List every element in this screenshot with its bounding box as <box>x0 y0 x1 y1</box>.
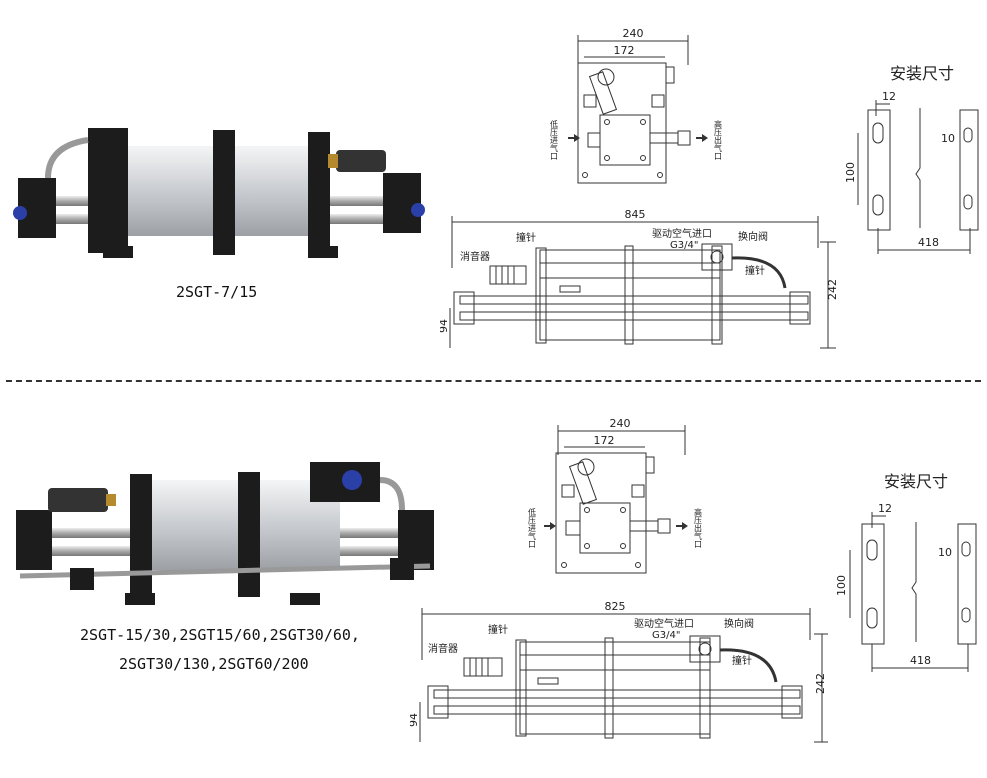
product-photo-2sgt-7-15 <box>13 128 425 258</box>
product-caption-line2: 2SGT30/130,2SGT60/200 <box>119 655 309 673</box>
label-muffler: 消音器 <box>428 642 458 655</box>
dim-240: 240 <box>623 27 644 40</box>
label-air-inlet: 驱动空气进口 <box>652 227 712 240</box>
high-outlet-label: 高压出气口 <box>714 119 723 160</box>
dim-length: 825 <box>605 600 626 613</box>
blue-cap-icon <box>411 203 425 217</box>
dim-100: 100 <box>835 575 848 596</box>
label-striker-right: 撞针 <box>732 654 752 667</box>
dim-172: 172 <box>594 434 615 447</box>
low-inlet-label: 低压进气口 <box>528 507 537 548</box>
mounting-drawing: 12 10 100 418 <box>835 502 977 672</box>
label-muffler: 消音器 <box>460 250 490 263</box>
product-caption: 2SGT-7/15 <box>176 283 258 301</box>
blue-cap-icon <box>13 206 27 220</box>
label-reversing-valve: 换向阀 <box>724 617 754 630</box>
high-outlet-label: 高压出气口 <box>694 507 703 548</box>
mounting-title: 安装尺寸 <box>890 64 955 83</box>
dim-10: 10 <box>941 132 955 145</box>
dim-12: 12 <box>878 502 892 515</box>
dim-height: 242 <box>814 673 827 694</box>
dim-length: 845 <box>625 208 646 221</box>
dim-base-height: 94 <box>440 319 450 333</box>
front-view-drawing: 845 242 94 消音器 撞针 驱动空气进口 G3/4" 换向阀 撞针 <box>440 208 839 349</box>
side-view-drawing: 240 172 低压进气口 高压出气口 <box>550 27 723 184</box>
section-divider <box>6 380 981 382</box>
label-striker-right: 撞针 <box>745 264 765 277</box>
mounting-drawing: 12 10 100 418 <box>844 90 979 254</box>
dim-12: 12 <box>882 90 896 103</box>
dim-height: 242 <box>826 279 839 300</box>
label-striker-top: 撞针 <box>516 231 536 244</box>
dim-10: 10 <box>938 546 952 559</box>
blue-cap-icon <box>342 470 362 490</box>
dim-418: 418 <box>910 654 931 667</box>
label-striker-top: 撞针 <box>488 623 508 636</box>
dim-100: 100 <box>844 162 857 183</box>
front-view-drawing: 825 242 94 消音器 撞针 驱动空气进口 G3/4" 换向阀 撞针 <box>410 600 828 743</box>
low-inlet-label: 低压进气口 <box>550 119 559 160</box>
dim-240: 240 <box>610 417 631 430</box>
dim-172: 172 <box>614 44 635 57</box>
dim-base-height: 94 <box>410 713 420 727</box>
dim-418: 418 <box>918 236 939 249</box>
side-view-drawing: 240 172 低压进气口 高压出气口 <box>528 417 703 574</box>
label-air-inlet: 驱动空气进口 <box>634 617 694 630</box>
mounting-title: 安装尺寸 <box>884 472 949 491</box>
label-thread: G3/4" <box>670 240 698 251</box>
product-photo-2sgt-series <box>16 462 434 605</box>
label-reversing-valve: 换向阀 <box>738 230 768 243</box>
product-caption-line1: 2SGT-15/30,2SGT15/60,2SGT30/60, <box>80 626 360 644</box>
label-thread: G3/4" <box>652 630 680 641</box>
